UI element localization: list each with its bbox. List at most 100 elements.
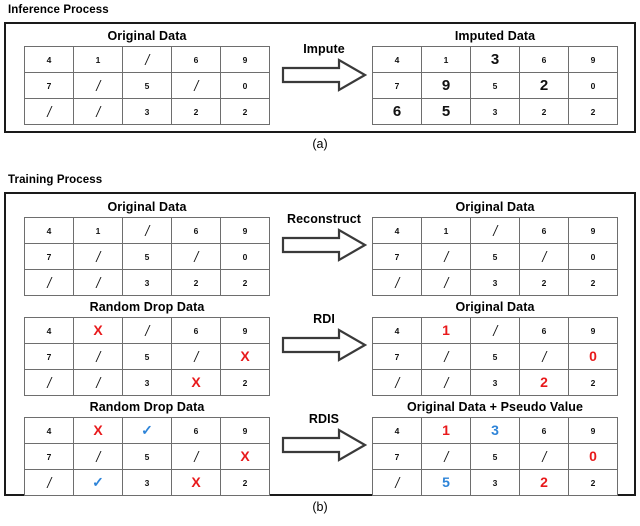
reconstruct-arrow-icon: [281, 228, 367, 262]
cell-value: 7: [46, 252, 52, 262]
cell-value: 7: [46, 352, 52, 362]
rdis-arrow-icon: [281, 428, 367, 462]
cell-value: 0: [590, 252, 596, 262]
table-cell: 2: [568, 469, 618, 496]
table-cell: 3: [470, 46, 520, 73]
cell-value: /: [46, 472, 52, 492]
cell-value: ✓: [92, 474, 104, 490]
cell-value: 2: [193, 107, 199, 117]
table-cell: 5: [122, 343, 172, 370]
table-cell: 3: [122, 369, 172, 396]
cell-value: 1: [443, 55, 449, 65]
table-cell: /: [421, 269, 471, 296]
cell-value: /: [144, 49, 150, 69]
cell-value: 6: [541, 55, 547, 65]
cell-value: /: [95, 75, 101, 95]
panel-b-row2-arrow-group: RDI: [278, 312, 370, 362]
panel-b-row2-left-title: Random Drop Data: [89, 300, 205, 314]
table-cell: 0: [220, 243, 270, 270]
cell-value: 5: [442, 474, 450, 490]
cell-value: /: [394, 472, 400, 492]
panel-b-caption: (b): [312, 500, 328, 514]
table-cell: ✓: [122, 417, 172, 444]
cell-value: 9: [441, 77, 451, 94]
cell-value: /: [394, 272, 400, 292]
table-cell: 3: [470, 98, 520, 125]
cell-value: 7: [394, 352, 400, 362]
cell-value: 3: [491, 422, 499, 438]
panel-a-impute-arrow-group: Impute: [278, 42, 370, 92]
table-cell: /: [470, 217, 520, 244]
table-cell: 6: [171, 46, 221, 73]
table-cell: /: [73, 369, 123, 396]
cell-value: X: [191, 474, 201, 490]
cell-value: 2: [242, 107, 248, 117]
cell-value: 9: [242, 426, 248, 436]
inference-process-heading: Inference Process: [8, 4, 109, 16]
cell-value: /: [95, 101, 101, 121]
table-cell: /: [421, 343, 471, 370]
table-cell: /: [171, 443, 221, 470]
table-cell: /: [372, 269, 422, 296]
table-cell: 5: [470, 343, 520, 370]
cell-value: 2: [541, 107, 547, 117]
cell-value: /: [46, 372, 52, 392]
table-cell: /: [24, 369, 74, 396]
table-cell: /: [73, 343, 123, 370]
table-cell: 5: [122, 72, 172, 99]
table-cell: 2: [171, 98, 221, 125]
cell-value: /: [443, 446, 449, 466]
cell-value: 6: [193, 426, 199, 436]
cell-value: 7: [394, 81, 400, 91]
cell-value: 4: [46, 226, 52, 236]
table-cell: 6: [171, 217, 221, 244]
table-cell: 0: [568, 443, 618, 470]
cell-value: 0: [242, 81, 248, 91]
cell-value: /: [193, 246, 199, 266]
cell-value: 3: [144, 378, 150, 388]
table-cell: 2: [519, 72, 569, 99]
cell-value: 9: [590, 426, 596, 436]
cell-value: 1: [442, 322, 450, 338]
table-cell: 2: [568, 98, 618, 125]
cell-value: 3: [492, 278, 498, 288]
table-cell: 6: [519, 217, 569, 244]
cell-value: X: [191, 374, 201, 390]
table-cell: /: [519, 243, 569, 270]
table-cell: 1: [421, 46, 471, 73]
cell-value: 4: [46, 426, 52, 436]
table-cell: /: [73, 269, 123, 296]
table-cell: /: [122, 46, 172, 73]
table-cell: 3: [470, 269, 520, 296]
cell-value: 2: [590, 478, 596, 488]
table-cell: 2: [519, 369, 569, 396]
table-cell: 7: [24, 443, 74, 470]
cell-value: 3: [144, 278, 150, 288]
impute-arrow-icon: [281, 58, 367, 92]
table-cell: 3: [122, 269, 172, 296]
table-cell: 0: [568, 72, 618, 99]
cell-value: /: [492, 320, 498, 340]
cell-value: 7: [46, 81, 52, 91]
cell-value: /: [394, 372, 400, 392]
cell-value: 2: [193, 278, 199, 288]
cell-value: 6: [541, 426, 547, 436]
cell-value: 3: [492, 478, 498, 488]
table-cell: 6: [519, 317, 569, 344]
table-cell: X: [171, 369, 221, 396]
table-row: 7/5/0: [372, 243, 618, 270]
cell-value: /: [443, 272, 449, 292]
panel-b-row3-left-title: Random Drop Data: [89, 400, 205, 414]
table-cell: /: [171, 72, 221, 99]
table-cell: /: [73, 243, 123, 270]
table-cell: 2: [519, 98, 569, 125]
cell-value: 5: [441, 103, 451, 120]
